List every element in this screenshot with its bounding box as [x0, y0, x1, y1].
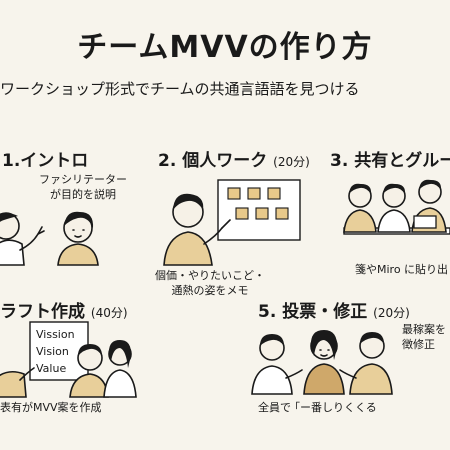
draft-board	[29, 321, 89, 381]
step-2-caption-line-1: 個価・やりたいこど・	[155, 269, 265, 282]
step-5-illustration	[251, 330, 393, 395]
page-title: チームMVVの作り方	[77, 30, 373, 65]
page-subtitle: ワークショップ形式でチームの共通言語語を見つける	[0, 80, 360, 98]
step-2-label: 個人ワーク	[182, 151, 268, 171]
sticky-note	[247, 187, 261, 200]
step-4-title: ラフト作成 (40分)	[0, 297, 128, 322]
step-2-duration: (20分)	[273, 155, 310, 169]
step-1-number: 1.	[2, 151, 21, 171]
step-3-title: 3. 共有とグルー	[330, 146, 450, 171]
sticky-note	[275, 207, 289, 220]
step-3-caption-line-1: 箋やMiro に貼り出	[355, 263, 449, 276]
step-4-caption: 表有がMVV案を作成	[0, 400, 120, 415]
step-3-number: 3.	[330, 151, 349, 171]
step-4-illustration: Vission Vision Value	[0, 321, 137, 398]
sticky-note	[255, 207, 269, 220]
step-5-side-line-2: 徴修正	[402, 338, 435, 351]
step-2-illustration	[163, 179, 301, 266]
step-4-caption-line-1: 表有がMVV案を作成	[0, 401, 102, 414]
sticky-note	[267, 187, 281, 200]
sticky-note	[227, 187, 241, 200]
step-5-title: 5. 投票・修正 (20分)	[258, 297, 410, 322]
step-2-title: 2. 個人ワーク (20分)	[158, 146, 310, 171]
sticky-note	[235, 207, 249, 220]
step-3-label: 共有とグルー	[354, 151, 450, 171]
step-5-caption-line-1: 全員で ｢ー番しりくくる	[258, 401, 377, 414]
step-2-number: 2.	[158, 151, 177, 171]
step-1-title: 1.イントロ	[2, 146, 88, 171]
step-5-label: 投票・修正	[282, 302, 368, 322]
board-line-2: Vision	[36, 345, 69, 358]
step-4-label: ラフト作成	[0, 302, 85, 322]
step-3-caption: 箋やMiro に貼り出	[355, 262, 450, 277]
step-5-caption: 全員で ｢ー番しりくくる	[258, 400, 408, 415]
step-2-caption-line-2: 通熱の姿をメモ	[171, 284, 249, 297]
board-line-1: Vission	[36, 328, 75, 341]
step-4-duration: (40分)	[90, 306, 128, 320]
step-1-caption: ファシリテーター が目的を説明	[28, 172, 138, 202]
step-2-caption: 個価・やりたいこど・ 通熱の姿をメモ	[150, 268, 270, 298]
step-3-illustration	[343, 179, 450, 235]
step-5-side-note: 最稼案を 徴修正	[402, 322, 450, 352]
board-line-3: Value	[36, 362, 66, 375]
step-5-number: 5.	[258, 302, 277, 322]
step-1-illustration	[0, 211, 99, 266]
step-1-label: イントロ	[20, 151, 89, 171]
step-1-caption-line-2: が目的を説明	[50, 188, 116, 201]
step-1-caption-line-1: ファシリテーター	[39, 173, 127, 186]
step-5-duration: (20分)	[373, 306, 410, 320]
step-5-side-line-1: 最稼案を	[402, 323, 446, 336]
